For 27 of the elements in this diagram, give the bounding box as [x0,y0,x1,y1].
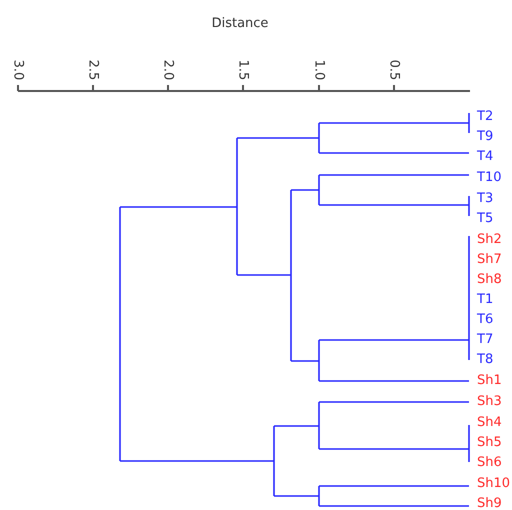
tick-label: 1.5 [236,60,250,80]
axis-title: Distance [212,15,268,33]
leaf-label: T6 [477,313,494,326]
tick-label: 2.5 [86,60,100,80]
leaf-label: Sh7 [477,253,502,266]
leaf-label: Sh3 [477,395,502,408]
leaf-label: T5 [477,212,494,225]
leaf-label: T4 [477,150,494,163]
tick-label: 1.0 [312,60,326,80]
leaf-label: T9 [477,130,494,143]
tick-label: 0.5 [388,60,400,80]
leaf-label: Sh2 [477,233,502,246]
tick-label: 2.0 [162,60,174,80]
leaf-label: T10 [477,171,502,184]
leaf-label: Sh6 [477,456,502,469]
leaf-label: Sh4 [477,416,502,429]
leaf-label: Sh1 [477,374,502,387]
leaf-label: T7 [477,333,494,346]
leaf-label: T3 [477,192,494,205]
leaf-label: T1 [477,293,494,306]
leaf-label: Sh9 [477,497,502,510]
tick-label: 3.0 [12,60,24,80]
leaf-label: Sh5 [477,436,502,449]
leaf-label: T2 [477,110,494,123]
leaf-label: Sh10 [477,477,510,490]
leaf-label: T8 [477,353,494,366]
leaf-label: Sh8 [477,273,502,286]
